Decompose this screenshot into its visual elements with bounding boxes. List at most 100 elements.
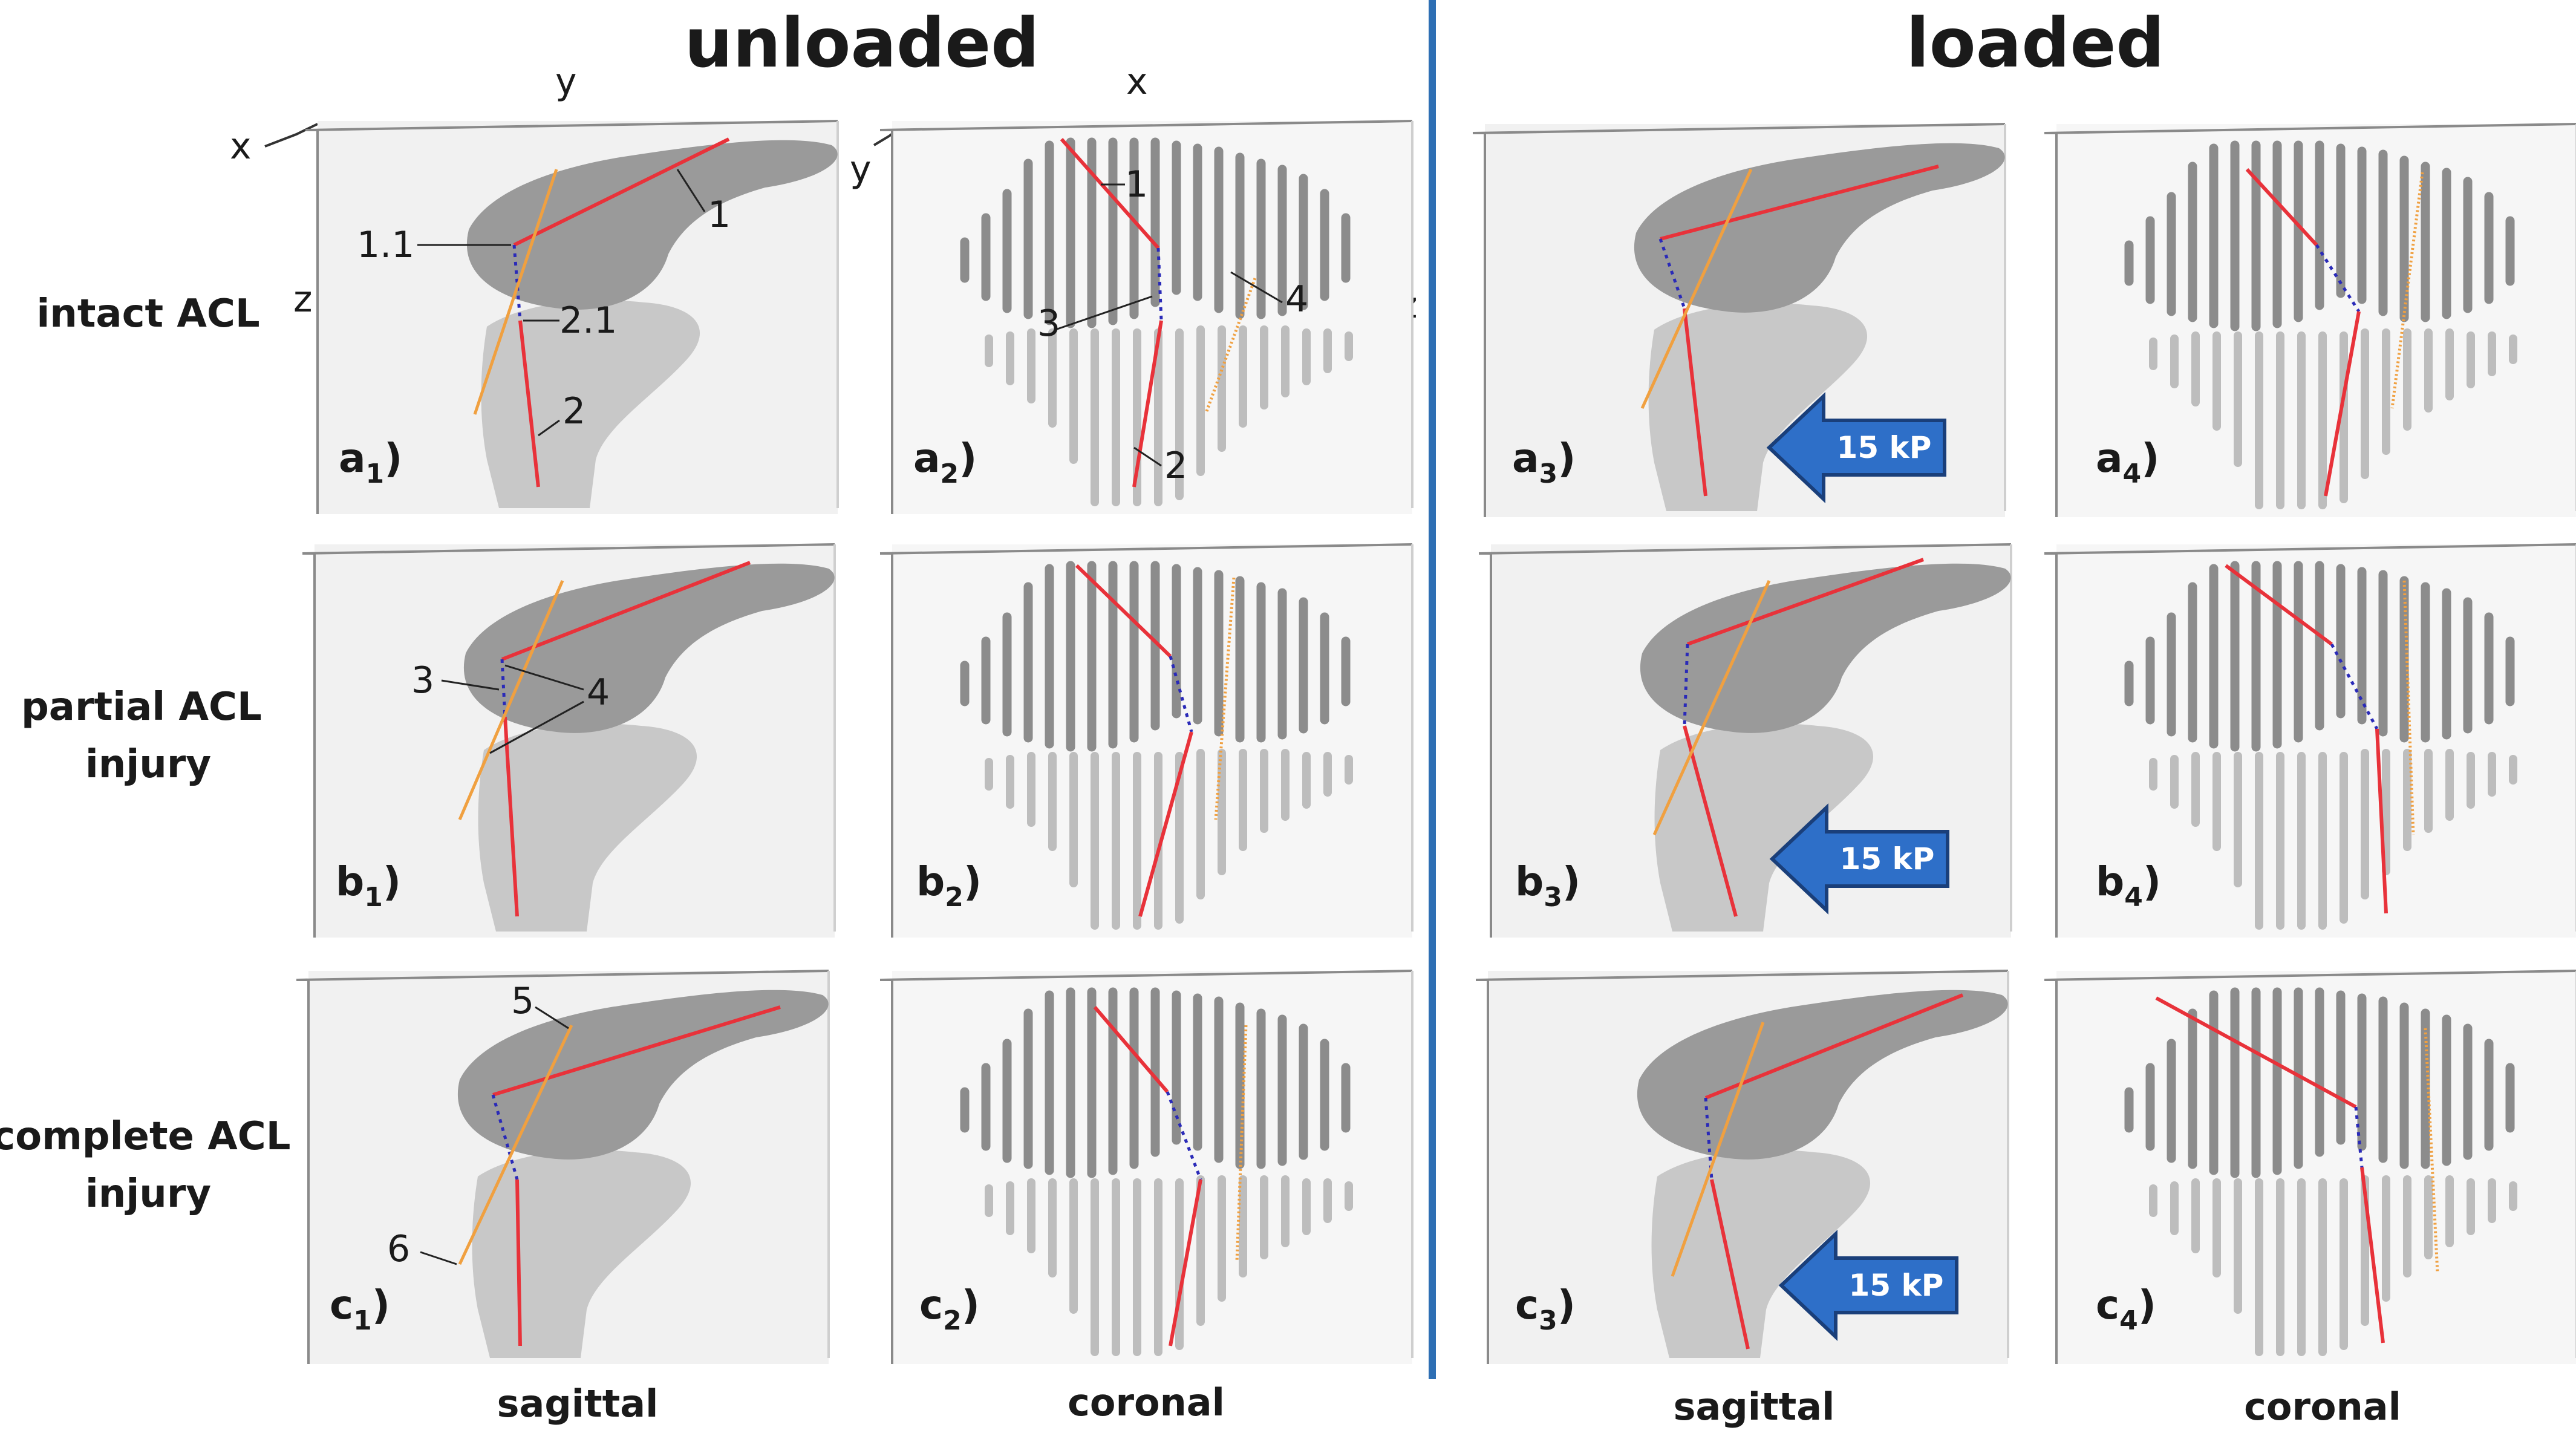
panel-label-a3: a3) xyxy=(1512,435,1576,489)
callout-4-leader-a xyxy=(504,664,584,691)
ligament-line xyxy=(1640,168,1753,410)
callout-2: 2 xyxy=(562,390,585,432)
panel-a4: a4) xyxy=(2044,124,2576,517)
tibia-line xyxy=(2375,728,2388,914)
callout-4: 4 xyxy=(587,671,610,714)
panel-c4: c4) xyxy=(2044,971,2576,1364)
axis-x-sagittal: x xyxy=(230,125,252,168)
ligament-line xyxy=(2424,1028,2439,1274)
acl-dotted xyxy=(491,1094,519,1180)
panel-a2: 1 3 4 2 a2) xyxy=(880,121,1412,514)
ligament-line xyxy=(2402,580,2415,835)
load-arrow-c3: 15 kP xyxy=(1781,1234,1957,1337)
panel-b1: 3 4 b1) xyxy=(301,543,836,939)
acl-dotted xyxy=(1683,644,1689,726)
callout-3-leader xyxy=(441,679,500,691)
femur-line xyxy=(2245,168,2318,247)
row-label-complete: complete ACL injury xyxy=(0,1114,304,1216)
header-unloaded: unloaded xyxy=(685,4,1040,83)
ligament-line xyxy=(473,169,558,415)
panel-b3: 15 kP b3) xyxy=(1478,543,2012,939)
row-label-intact-line1: intact ACL xyxy=(36,292,259,336)
panel-b4: b4) xyxy=(2044,544,2576,938)
femur-line xyxy=(501,561,751,661)
panel-b2: b2) xyxy=(880,544,1412,938)
ligament-line xyxy=(1652,579,1771,836)
femur-line xyxy=(492,1005,781,1097)
callout-2-1: 2.1 xyxy=(559,299,617,342)
tibia-line xyxy=(503,716,519,917)
panel-label-b3: b3) xyxy=(1515,858,1580,913)
ligament-line xyxy=(458,580,564,820)
panel-label-a4: a4) xyxy=(2096,435,2159,489)
ligament-line xyxy=(1671,1022,1765,1277)
callout-4: 4 xyxy=(1285,278,1308,321)
panel-c1: 5 6 c1) xyxy=(295,970,830,1365)
load-arrow-label: 15 kP xyxy=(1849,1268,1944,1303)
panel-a3: 15 kP a3) xyxy=(1472,123,2006,518)
femur-line xyxy=(513,137,730,247)
tibia-line xyxy=(1710,1179,1750,1349)
tibia-line xyxy=(518,320,540,488)
callout-4-leader xyxy=(1230,271,1283,304)
ligament-line xyxy=(2390,172,2424,409)
femur-line xyxy=(2155,996,2357,1109)
acl-dotted xyxy=(1156,247,1163,321)
femur-line xyxy=(1060,138,1160,249)
column-label-coronal-loaded: coronal xyxy=(2244,1385,2401,1429)
tibia-line xyxy=(1132,320,1163,488)
row-label-complete-line2: injury xyxy=(85,1172,211,1216)
callout-2: 2 xyxy=(1164,445,1187,487)
callout-3: 3 xyxy=(1037,302,1060,345)
acl-dotted xyxy=(500,659,507,717)
load-arrow-label: 15 kP xyxy=(1837,430,1932,465)
panel-label-b1: b1) xyxy=(336,858,401,913)
acl-dotted xyxy=(1658,238,1686,309)
load-arrow-a3: 15 kP xyxy=(1769,396,1945,499)
panel-c2: c2) xyxy=(880,971,1412,1364)
ligament-line xyxy=(1235,1025,1248,1262)
panel-c3: 15 kP c3) xyxy=(1475,970,2009,1365)
callout-1-1: 1.1 xyxy=(357,224,414,266)
acl-dotted xyxy=(1166,1091,1202,1180)
axis-y-sagittal: y xyxy=(555,60,577,103)
femur-line xyxy=(1075,564,1172,658)
tibia-line xyxy=(1169,1179,1202,1346)
column-label-sagittal-unloaded: sagittal xyxy=(497,1382,659,1426)
callout-6: 6 xyxy=(387,1228,410,1270)
tibia-line xyxy=(1683,725,1738,917)
axis-y-coronal: y xyxy=(850,148,872,191)
callout-2-leader xyxy=(1133,446,1162,467)
tibia-line xyxy=(2324,311,2361,497)
row-label-partial: partial ACL injury xyxy=(21,685,275,787)
panel-label-b4: b4) xyxy=(2096,858,2161,913)
femur-line xyxy=(1704,993,1964,1100)
callout-1-leader xyxy=(676,169,706,212)
panel-label-b2: b2) xyxy=(916,858,982,913)
axis-z-sagittal: z xyxy=(293,278,313,321)
tibia-line xyxy=(2360,1167,2385,1343)
callout-6-leader xyxy=(420,1251,457,1265)
panel-a1: 1 1.1 2.1 2 a1) xyxy=(304,120,839,515)
load-arrow-label: 15 kP xyxy=(1840,841,1935,876)
callout-3-leader xyxy=(1055,295,1153,331)
tibia-line xyxy=(1683,308,1707,497)
callout-1: 1 xyxy=(708,194,731,236)
panel-label-c2: c2) xyxy=(919,1282,980,1336)
header-loaded: loaded xyxy=(1906,4,2164,83)
callout-3: 3 xyxy=(411,659,434,702)
tibia-line xyxy=(515,1179,522,1346)
row-label-complete-line1: complete ACL xyxy=(0,1114,291,1159)
panel-label-c3: c3) xyxy=(1515,1282,1576,1336)
callout-2-leader xyxy=(538,419,560,437)
axis-x-sagittal-leader xyxy=(264,123,318,148)
row-label-partial-line2: injury xyxy=(85,742,211,787)
femur-line xyxy=(1660,165,1939,241)
callout-1: 1 xyxy=(1125,163,1148,206)
row-label-intact: intact ACL xyxy=(36,292,259,336)
ligament-line xyxy=(458,1024,573,1265)
tibia-line xyxy=(1138,731,1193,917)
acl-dotted xyxy=(2354,1106,2364,1168)
callout-4-leader-b xyxy=(489,700,584,754)
femur-line xyxy=(1093,1006,1169,1093)
